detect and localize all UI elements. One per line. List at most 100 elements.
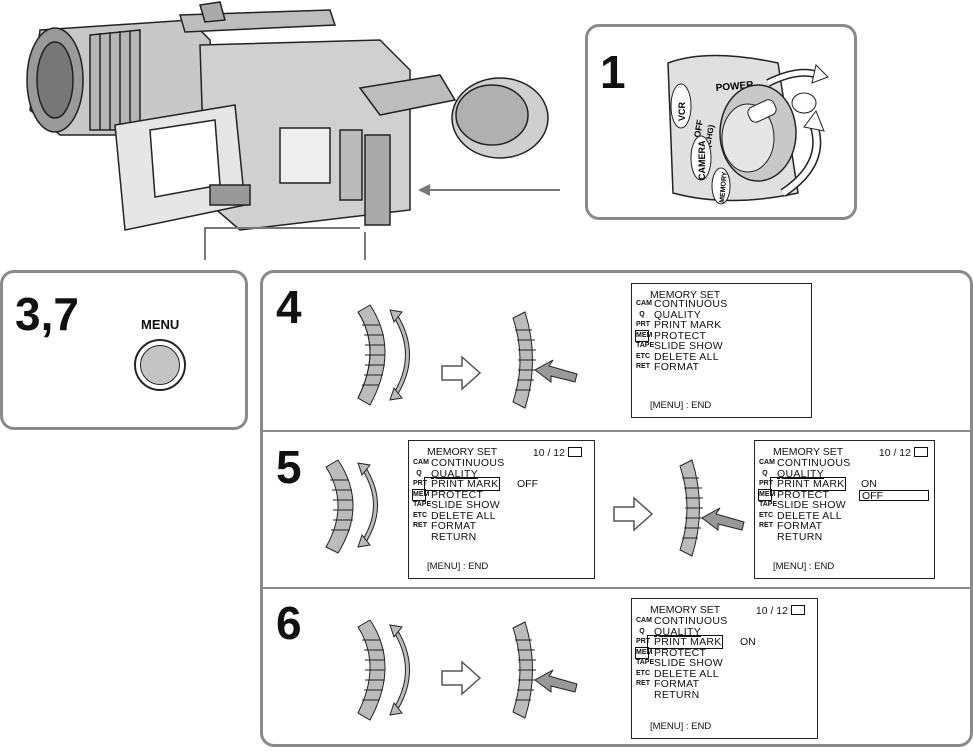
- quality-icon: Q: [639, 310, 645, 318]
- continuous-icon: CAM: [636, 300, 652, 307]
- step-6-number: 6: [276, 597, 302, 649]
- option-on[interactable]: ON: [861, 478, 877, 490]
- control-dial-rotate-icon: [357, 304, 410, 406]
- page-indicator: 10 / 12: [756, 605, 805, 617]
- step-5-row: [262, 432, 971, 589]
- control-dial-press-icon: [512, 311, 578, 409]
- option-off-selected[interactable]: OFF: [859, 490, 929, 501]
- menu-end-hint: [MENU] : END: [650, 720, 712, 732]
- camcorder-illustration: [26, 1, 560, 260]
- return-icon: RET: [636, 680, 650, 687]
- control-dial-rotate-icon: [325, 459, 378, 554]
- step-number: 3,7: [15, 288, 79, 340]
- menu-item[interactable]: TAPESLIDE SHOW: [636, 657, 723, 669]
- etc-icon: ETC: [413, 511, 427, 519]
- etc-icon: ETC: [636, 669, 650, 677]
- slide-show-icon: TAPE: [636, 342, 655, 349]
- print-icon: PRT: [413, 480, 427, 487]
- print-mark-value: OFF: [517, 478, 538, 490]
- control-dial-press-icon: [512, 621, 578, 719]
- control-dial-rotate-icon: [357, 619, 410, 721]
- dial-position-camera: CAMERA: [697, 140, 707, 180]
- quality-icon: Q: [416, 469, 422, 477]
- print-icon: PRT: [636, 321, 650, 328]
- memory-position: [711, 167, 731, 205]
- step-5-number: 5: [276, 441, 302, 493]
- return-icon: RET: [636, 363, 650, 370]
- print-icon: PRT: [636, 638, 650, 645]
- menu-end-hint: [MENU] : END: [427, 560, 489, 572]
- return-icon: RET: [759, 522, 773, 529]
- dial-position-memory: MEMORY: [719, 171, 729, 203]
- memory-card-icon: MEM: [412, 488, 429, 501]
- menu-item[interactable]: TAPESLIDE SHOW: [413, 499, 500, 511]
- dial-position-vcr: VCR: [677, 101, 687, 121]
- return-icon: RET: [413, 522, 427, 529]
- menu-item-return[interactable]: RETURN: [777, 530, 823, 543]
- memory-card-icon: MEM: [635, 646, 652, 659]
- quality-icon: Q: [639, 627, 645, 635]
- vcr-position: [670, 83, 692, 129]
- control-dial-press-icon: [679, 459, 745, 557]
- slide-show-icon: TAPE: [759, 501, 778, 508]
- menu-button-label: MENU: [141, 317, 180, 332]
- menu-title: MEMORY SET: [427, 446, 498, 458]
- step-4-number: 4: [276, 281, 302, 333]
- menu-title: MEMORY SET: [773, 446, 844, 458]
- etc-icon: ETC: [636, 352, 650, 360]
- menu-end-hint: [MENU] : END: [773, 560, 835, 572]
- camera-position: [690, 135, 712, 181]
- memory-card-icon: MEM: [758, 488, 775, 501]
- menu-end-hint: [MENU] : END: [650, 399, 712, 411]
- menu-item-return[interactable]: RETURN: [431, 530, 477, 543]
- slide-show-icon: TAPE: [413, 501, 432, 508]
- print-icon: PRT: [759, 480, 773, 487]
- menu-button[interactable]: [134, 339, 186, 391]
- slide-show-icon: TAPE: [636, 659, 655, 666]
- step-number: 1: [600, 46, 626, 98]
- page-indicator: 10 / 12: [879, 447, 928, 459]
- next-arrow-icon: [441, 355, 482, 391]
- next-arrow-icon: [441, 660, 482, 696]
- menu-item-return[interactable]: RETURN: [654, 688, 700, 701]
- next-arrow-icon: [613, 496, 654, 532]
- quality-icon: Q: [762, 469, 768, 477]
- step-3-7-panel: 3,7 MENU: [0, 270, 248, 430]
- memory-card-icon: MEM: [635, 329, 652, 342]
- menu-item[interactable]: TAPESLIDE SHOW: [759, 499, 846, 511]
- menu-item[interactable]: TAPESLIDE SHOW: [636, 340, 723, 352]
- continuous-icon: CAM: [636, 617, 652, 624]
- continuous-icon: CAM: [413, 459, 429, 466]
- menu-title: MEMORY SET: [650, 289, 721, 301]
